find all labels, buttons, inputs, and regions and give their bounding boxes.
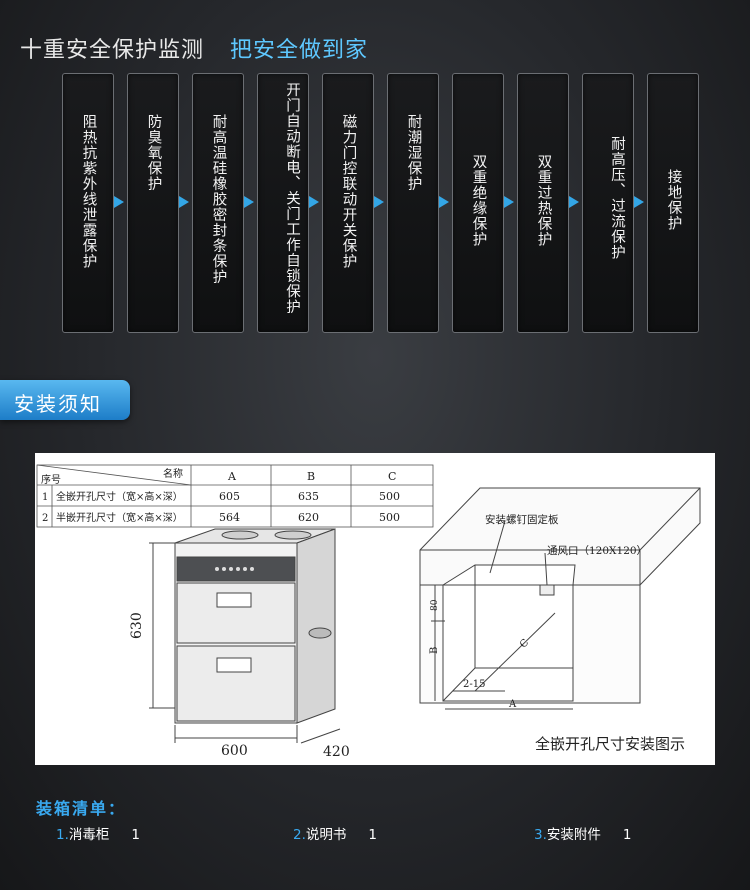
table-col-header: B [307,470,315,483]
feature-text: 磁力门控联动开关保护 [340,114,357,269]
page-headline: 十重安全保护监测把安全做到家 [20,32,368,64]
table-cell: 605 [219,490,240,503]
arrow-right-icon [114,196,124,208]
arrow-right-icon [504,196,514,208]
feature-text: 防臭氧保护 [145,114,162,192]
builtin-cabinet-drawing [419,487,701,710]
headline-sub: 把安全做到家 [230,38,369,63]
feature-text: 耐高压、过流保护 [609,136,625,260]
table-cell: 1 [42,492,48,503]
arrow-right-icon [179,196,189,208]
dim-depth-label: 420 [323,744,350,760]
feature-text: 双重绝缘保护 [470,154,487,247]
table-cell: 635 [298,490,319,503]
packing-item: 3.安装附件 1 [534,823,631,843]
dim-height-label: 630 [129,612,145,639]
arrow-right-icon [374,196,384,208]
label-screw-plate: 安装螺钉固定板 [485,513,559,526]
label-dim-b: B [429,647,440,654]
feature-card: 防臭氧保护 [127,73,179,333]
table-corner-bottom: 序号 [41,473,61,486]
packing-item-num: 1. [56,827,69,843]
packing-item-name: 说明书 [305,827,347,843]
table-cell: 2 [42,513,48,524]
label-dim-80: 80 [430,599,440,611]
arrow-right-icon [634,196,644,208]
table-cell: 全嵌开孔尺寸（宽×高×深） [56,490,183,503]
feature-card: 开门自动断电、关门工作自锁保护 [257,73,309,333]
cabinet-drawing [149,528,341,744]
dimension-table [36,464,434,528]
table-col-header: A [227,470,237,483]
install-section-badge: 安装须知 [0,380,130,420]
headline-main: 十重安全保护监测 [20,38,205,63]
arrow-right-icon [244,196,254,208]
label-vent: 通风口（120X120） [547,545,647,557]
install-section-title: 安装须知 [14,392,102,416]
table-cell: 500 [379,490,400,503]
installation-diagram: 名称 序号 A B C 1 全嵌开孔尺寸（宽×高×深） 605 635 500 … [35,453,715,765]
arrow-right-icon [439,196,449,208]
feature-card: 磁力门控联动开关保护 [322,73,374,333]
label-dim-2-15: 2-15 [463,679,485,690]
cabinet-buttons [215,567,254,571]
arrow-right-icon [309,196,319,208]
packing-item-name: 消毒柜 [68,827,110,843]
packing-item: 1.消毒柜 1 [56,823,140,843]
packing-list-title: 装箱清单： [36,799,127,818]
packing-item-name: 安装附件 [546,827,601,843]
feature-text: 双重过热保护 [535,154,552,247]
packing-item-qty: 1 [622,827,632,843]
table-col-header: C [388,470,396,483]
feature-card: 接地保护 [647,73,699,333]
packing-item: 2.说明书 1 [293,823,377,843]
feature-card: 阻热抗紫外线泄露保护 [62,73,114,333]
table-cell: 620 [298,511,319,524]
feature-text: 耐潮湿保护 [405,114,422,192]
table-corner-top: 名称 [163,467,183,480]
dim-width-label: 600 [221,743,248,759]
feature-card: 双重过热保护 [517,73,569,333]
packing-item-qty: 1 [131,827,140,843]
packing-item-qty: 1 [368,827,377,843]
diagram-caption: 全嵌开孔尺寸安装图示 [535,735,685,753]
feature-card: 双重绝缘保护 [452,73,504,333]
table-cell: 500 [379,511,400,524]
packing-item-num: 3. [534,827,547,843]
table-cell: 半嵌开孔尺寸（宽×高×深） [56,511,183,524]
label-dim-a: A [508,699,517,710]
feature-text: 耐高温硅橡胶密封条保护 [210,114,227,285]
feature-text: 接地保护 [665,169,682,231]
feature-text: 开门自动断电、关门工作自锁保护 [284,82,300,315]
feature-card: 耐高压、过流保护 [582,73,634,333]
arrow-right-icon [569,196,579,208]
feature-text: 阻热抗紫外线泄露保护 [80,114,97,269]
table-cell: 564 [219,511,240,524]
feature-card: 耐高温硅橡胶密封条保护 [192,73,244,333]
packing-item-num: 2. [293,827,306,843]
feature-card: 耐潮湿保护 [387,73,439,333]
